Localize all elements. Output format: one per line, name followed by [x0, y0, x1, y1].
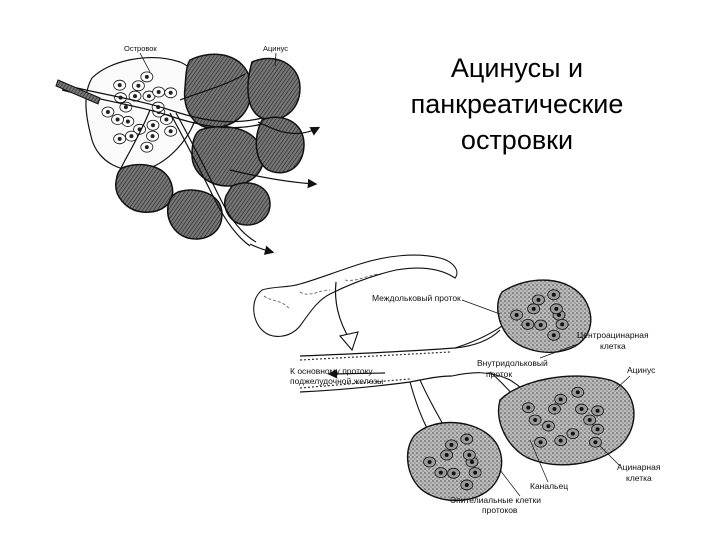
title-line-3: островки: [460, 125, 574, 155]
cell-nucleus: [464, 437, 469, 442]
cell-nucleus: [144, 145, 149, 150]
cell-nucleus: [133, 94, 138, 99]
label-islet: Островок: [124, 44, 157, 53]
label-epithelial-1: Эпителиальные клетки: [450, 495, 541, 505]
cell-nucleus: [168, 90, 173, 95]
cell-nucleus: [531, 306, 536, 311]
title-line-1: Ацинусы и: [450, 53, 584, 83]
label-acinar-cell-2: клетка: [626, 473, 652, 483]
cell-nucleus: [514, 313, 519, 317]
acinus-lobe-3: [191, 125, 264, 187]
cell-nucleus: [427, 460, 432, 464]
label-main-duct-2: поджелудочной железы: [290, 376, 383, 386]
main-duct-arrow: [327, 369, 386, 379]
islet-cells: [101, 71, 178, 153]
cell-nucleus: [552, 407, 557, 412]
leader-acinus-bottom: [614, 375, 631, 391]
leader-acinus-top: [274, 52, 277, 67]
leader-epithelial: [499, 469, 521, 497]
cell-nucleus: [444, 453, 449, 458]
cell-nucleus: [538, 322, 543, 327]
islet-cluster: [85, 57, 201, 171]
zoom-arrowhead: [338, 331, 359, 352]
cell-nucleus: [125, 119, 130, 124]
cell-nucleus: [168, 129, 173, 134]
cell-nucleus: [438, 470, 443, 475]
acinus-lobe-2: [247, 57, 301, 121]
acinus-bottom-cells: [423, 433, 482, 491]
islet-acinus-figure: Островок Ацинус: [55, 44, 321, 255]
cell-nucleus: [560, 322, 565, 327]
cell-nucleus: [117, 83, 122, 88]
cell-nucleus: [467, 453, 472, 458]
cell-nucleus: [117, 136, 122, 141]
cell-nucleus: [105, 110, 110, 114]
cell-nucleus: [115, 117, 120, 122]
leader-centroacinar: [539, 343, 579, 359]
cell-nucleus: [451, 471, 456, 476]
acinus-right-cells: [521, 386, 605, 448]
cell-nucleus: [470, 460, 474, 464]
leader-islet: [139, 52, 151, 73]
cell-nucleus: [533, 418, 538, 422]
cell-nucleus: [546, 424, 551, 429]
label-canaliculus: Канальец: [530, 481, 568, 491]
pancreas-duct-figure: Междольковый проток Центроацинарная клет…: [253, 254, 661, 515]
cell-nucleus: [525, 322, 530, 327]
acinus-top-cells: [510, 289, 569, 341]
label-intralobular-1: Внутридольковый: [477, 358, 548, 368]
cell-nucleus: [123, 105, 128, 110]
acinus-bottom: [407, 421, 503, 502]
cell-nucleus: [449, 442, 454, 447]
slide-title: Ацинусы и панкреатические островки: [372, 50, 662, 158]
label-intralobular-2: проток: [486, 369, 512, 379]
cell-nucleus: [558, 397, 563, 402]
pancreas-outline: [253, 254, 458, 337]
cell-nucleus: [558, 438, 563, 443]
leader-acinar-cell: [599, 445, 621, 467]
label-interlobular-duct: Междольковый проток: [372, 293, 461, 303]
cell-nucleus: [595, 408, 600, 413]
cell-nucleus: [526, 405, 531, 410]
cell-nucleus: [551, 333, 556, 338]
main-duct: [299, 329, 501, 393]
cell-nucleus: [579, 407, 584, 412]
label-main-duct-1: К основному протоку: [290, 366, 373, 376]
leader-canaliculus: [529, 439, 549, 483]
acinus-lobe-5: [115, 163, 174, 213]
label-acinus-bottom: Ацинус: [627, 365, 656, 375]
label-centroacinar-2: клетка: [600, 341, 626, 351]
cell-nucleus: [151, 123, 156, 128]
cell-nucleus: [575, 390, 580, 395]
title-line-2: панкреатические: [410, 89, 624, 119]
cell-nucleus: [150, 134, 155, 139]
cell-nucleus: [587, 418, 592, 422]
cell-nucleus: [538, 440, 543, 445]
label-acinus-top: Ацинус: [263, 44, 288, 53]
acinus-lobe-4: [255, 116, 305, 174]
cell-nucleus: [144, 74, 149, 79]
label-epithelial-2: протоков: [482, 505, 518, 515]
cell-nucleus: [136, 83, 141, 88]
cell-nucleus: [570, 431, 575, 436]
cell-nucleus: [473, 470, 478, 475]
label-acinar-cell-1: Ацинарная: [617, 462, 661, 472]
cell-nucleus: [129, 134, 134, 139]
cell-nucleus: [146, 94, 151, 99]
acinus-right: [498, 375, 635, 466]
cell-nucleus: [164, 117, 169, 122]
cell-nucleus: [593, 440, 598, 445]
cell-nucleus: [156, 89, 161, 94]
cell-nucleus: [551, 292, 556, 297]
cell-nucleus: [536, 297, 541, 302]
cell-nucleus: [595, 427, 600, 432]
acinus-top: [497, 279, 592, 353]
cell-nucleus: [554, 306, 559, 311]
leader-interlobular: [461, 299, 501, 315]
label-centroacinar-1: Центроацинарная: [577, 330, 649, 340]
cell-nucleus: [464, 482, 469, 487]
blood-vessel: [55, 79, 101, 105]
